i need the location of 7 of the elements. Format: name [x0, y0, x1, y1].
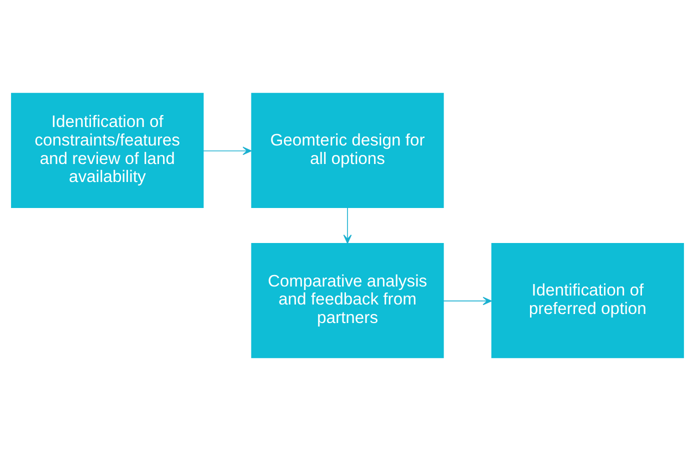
arrow	[343, 206, 352, 244]
node-box: Geomteric design for all options	[251, 92, 444, 208]
arrow	[202, 146, 252, 155]
node-box: Identification of constraints/features and review of land availability	[11, 92, 204, 208]
node-box: Identification of preferred option	[491, 242, 684, 358]
arrow	[443, 296, 492, 305]
node-box: Comparative analysis and feedback from partners	[251, 242, 444, 358]
